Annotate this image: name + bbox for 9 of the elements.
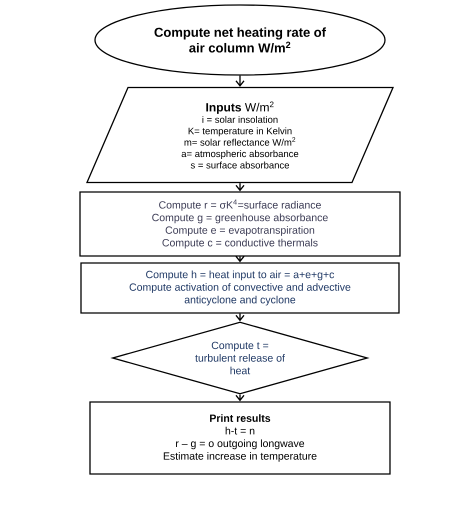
process-box: Compute r = σK$^{4}$=surface radiance Compute g = greenhouse absorbance Compute e = evapotranspiration Compute c = conductive thermals — [79, 191, 401, 257]
arrow — [236, 183, 245, 192]
arrow — [235, 76, 244, 87]
output-box: Print results h-t = n r – g = o outgoing longwave Estimate increase in temperature — [89, 401, 391, 475]
arrow — [235, 394, 244, 402]
process-box: Compute h = heat input to air = a+e+g+c Compute activation of convective and advective anticyclone and cyclone — [80, 262, 400, 314]
arrow — [235, 314, 244, 322]
arrow — [235, 256, 244, 262]
input-parallelogram: Inputs W/m$^{2}$ i = solar insolation K= temperature in Kelvin m= solar reflectance W/m$^{2}$ a= atmospheric absorbance s = surface absorbance — [86, 86, 394, 184]
